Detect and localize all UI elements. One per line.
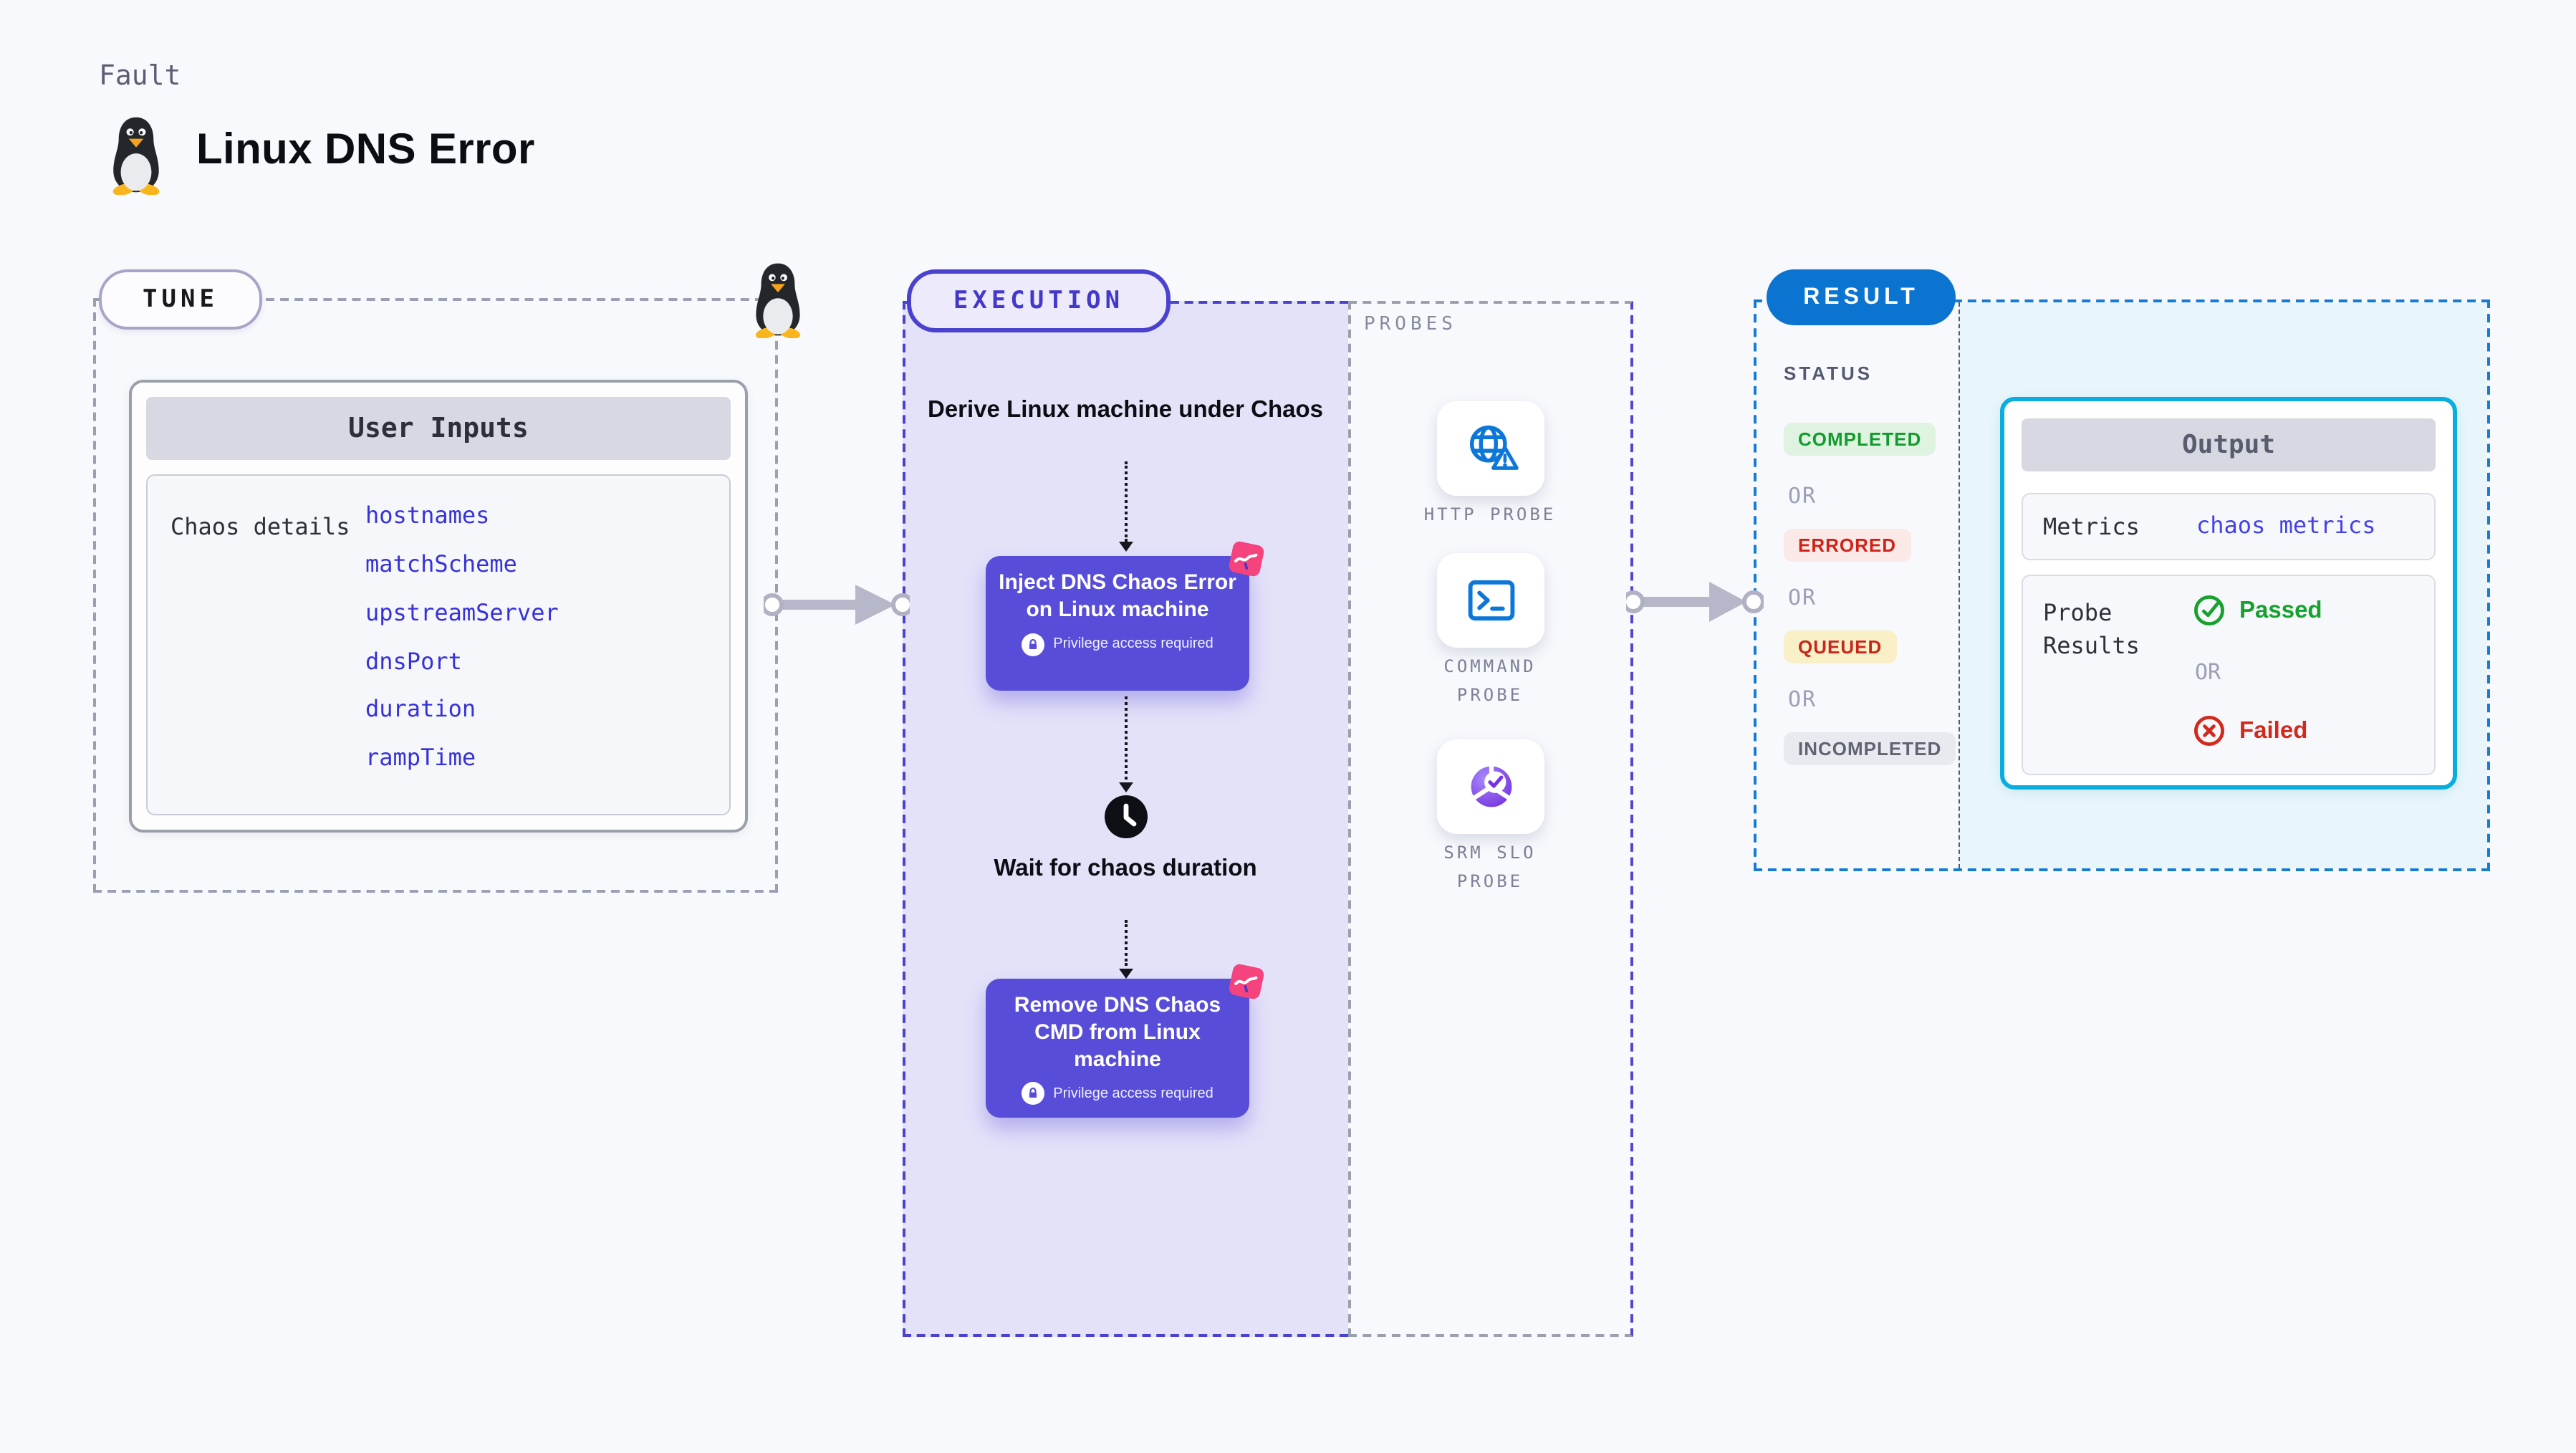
- command-probe-card: [1437, 553, 1544, 648]
- tux-icon: [112, 117, 160, 195]
- tune-badge: TUNE: [99, 269, 262, 330]
- status-label: STATUS: [1784, 363, 1873, 384]
- user-inputs-card: User Inputs Chaos details hostnames matc…: [129, 380, 748, 833]
- result-badge: RESULT: [1767, 269, 1956, 325]
- http-probe-label: HTTP PROBE: [1423, 504, 1557, 524]
- remove-step-card: Remove DNS Chaos CMD from Linux machine …: [986, 964, 1264, 1118]
- status-badge-queued: QUEUED: [1784, 630, 1897, 663]
- remove-step-label: Remove DNS Chaos CMD from Linux machine: [1014, 993, 1221, 1071]
- execution-badge: EXECUTION: [907, 269, 1171, 332]
- status-badge-errored: ERRORED: [1784, 529, 1911, 562]
- passed-label: Passed: [2239, 597, 2322, 623]
- terminal-icon: [1467, 580, 1514, 621]
- probes-section: [1348, 301, 1633, 1337]
- wait-step-label: Wait for chaos duration: [994, 855, 1257, 881]
- srm-slo-probe-card: [1437, 739, 1544, 834]
- command-probe-label: COMMAND PROBE: [1443, 656, 1537, 706]
- metrics-label: Metrics: [2043, 513, 2140, 540]
- failed-result: Failed: [2192, 714, 2307, 748]
- param-item: matchScheme: [365, 550, 517, 577]
- privilege-note: Privilege access required: [1053, 1085, 1213, 1102]
- lock-icon: [1022, 1082, 1045, 1106]
- passed-result: Passed: [2192, 593, 2322, 628]
- check-circle-icon: [2193, 595, 2225, 626]
- flow-arrow-tune-execution: [764, 585, 910, 625]
- user-inputs-header: User Inputs: [146, 397, 731, 460]
- dotted-connector: [1125, 920, 1128, 966]
- user-inputs-body: Chaos details hostnames matchScheme upst…: [146, 474, 731, 815]
- output-card: Output Metrics chaos metrics Probe Resul…: [2000, 397, 2457, 790]
- status-badge-completed: COMPLETED: [1784, 423, 1936, 456]
- param-item: dnsPort: [365, 647, 462, 674]
- chaos-experiment-icon: [1229, 964, 1264, 999]
- arrowhead-icon: [1119, 542, 1133, 552]
- metrics-row: Metrics chaos metrics: [2022, 493, 2436, 560]
- arrowhead-icon: [1119, 782, 1133, 792]
- param-item: hostnames: [365, 502, 490, 529]
- flow-arrow-probes-result: [1626, 582, 1764, 622]
- or-label: OR: [2195, 659, 2221, 685]
- status-badge-incompleted: INCOMPLETED: [1784, 732, 1956, 765]
- probe-results-label: Probe Results: [2043, 599, 2140, 660]
- output-header: Output: [2022, 418, 2436, 471]
- x-circle-icon: [2193, 715, 2225, 747]
- chaos-details-label: Chaos details: [170, 513, 350, 540]
- page-kicker: Fault: [99, 60, 181, 92]
- srm-slo-probe-label: SRM SLO PROBE: [1443, 843, 1537, 892]
- slo-donut-check-icon: [1469, 763, 1512, 807]
- param-item: upstreamServer: [365, 599, 559, 626]
- inject-step-label: Inject DNS Chaos Error on Linux machine: [999, 570, 1236, 622]
- http-probe-card: [1437, 401, 1544, 496]
- dotted-connector: [1125, 461, 1128, 542]
- derive-step-label: Derive Linux machine under Chaos: [928, 397, 1323, 423]
- or-label: OR: [1788, 483, 1817, 509]
- or-label: OR: [1788, 686, 1817, 712]
- chaos-experiment-icon: [1229, 541, 1264, 577]
- inject-step-card: Inject DNS Chaos Error on Linux machine …: [986, 541, 1264, 691]
- dotted-connector: [1125, 696, 1128, 780]
- probes-label: PROBES: [1364, 314, 1457, 335]
- clock-icon: [1105, 795, 1148, 838]
- tux-icon-small: [755, 263, 801, 338]
- metrics-value: chaos metrics: [2196, 512, 2376, 539]
- param-item: duration: [365, 695, 476, 722]
- param-item: rampTime: [365, 743, 476, 770]
- failed-label: Failed: [2239, 717, 2308, 743]
- lock-icon: [1022, 633, 1045, 656]
- globe-alert-icon: [1469, 425, 1518, 470]
- arrowhead-icon: [1119, 969, 1133, 979]
- page-title: Linux DNS Error: [196, 126, 535, 173]
- privilege-note: Privilege access required: [1053, 636, 1213, 652]
- or-label: OR: [1788, 585, 1817, 610]
- probe-results-row: Probe Results Passed OR Failed: [2022, 575, 2436, 775]
